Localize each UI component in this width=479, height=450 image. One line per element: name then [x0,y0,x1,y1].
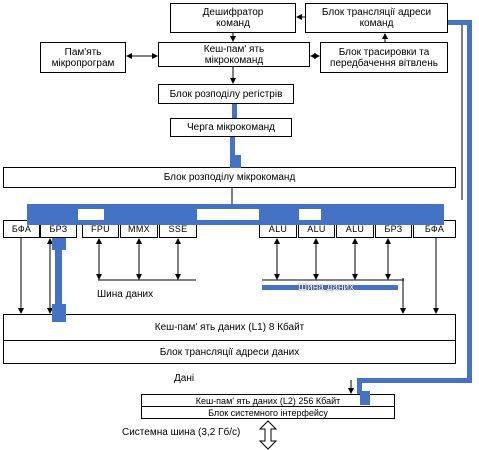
execution-unit-alu-1-label: ALU [268,224,288,234]
data-address-translation-label: Блок трансляції адреси даних [159,346,300,358]
microcode-distribution-label: Блок розподілу мікрокоманд [163,172,296,183]
microcode-distribution-block: Блок розподілу мікрокоманд [3,167,456,188]
execution-unit-alu-2-label: ALU [307,224,326,234]
register-distribution-label: Блок розподілу регістрів [169,88,283,100]
microcode-cache-line-1: Кеш-пам' ять [203,43,265,55]
system-bus-double-arrow-icon [258,420,278,450]
l1-data-cache-label: Кеш-пам' ять даних (L1) 8 Кбайт [154,322,305,333]
microprogram-memory-line-2: мікропрограм [51,57,115,69]
execution-unit-alu-3-label: ALU [345,224,365,234]
execution-unit-mmx-label: MMX [128,224,150,234]
system-interface-label: Блок системного інтерфейсу [208,407,328,418]
instruction-decoder-line-1: Дешифратор [202,7,264,18]
instruction-decoder-line-2: команд [216,18,250,29]
execution-unit-fpu-label: FPU [91,224,110,234]
execution-unit-brz-left-label: БРЗ [49,224,68,234]
execution-unit-bfa-left-label: БФА [11,224,32,234]
system-bus-label: Системна шина (3,2 Гб/с) [122,427,241,438]
instruction-address-translation-line-2: команд [359,18,394,29]
data-label: Дані [174,373,195,384]
data-address-translation-block: Блок трансляції адреси даних [3,340,456,364]
execution-unit-bfa-right-label: БФА [424,224,445,234]
register-distribution-block: Блок розподілу регістрів [158,84,294,104]
microcode-queue-block: Черга мікрокоманд [170,118,292,137]
execution-unit-brz-right-label: БРЗ [384,224,403,234]
microcode-cache-line-2: мікрокоманд [204,54,264,66]
system-interface-block: Блок системного інтерфейсу [141,406,395,419]
branch-trace-prediction-line-1: Блок трасировки та [338,46,430,58]
execution-unit-sse-label: SSE [168,224,188,234]
data-bus-left-label: Шина даних [97,289,154,300]
microprogram-memory-line-1: Пам'ять [64,46,102,58]
data-bus-right-label: Шина даних [298,282,355,293]
instruction-address-translation-line-1: Блок трансляції адреси [321,7,432,18]
l2-cache-label: Кеш-пам' ять даних (L2) 256 Кбайт [195,395,341,406]
branch-trace-prediction-line-2: передбачення вітвлень [330,57,438,69]
microcode-queue-label: Черга мікрокоманд [187,122,275,133]
